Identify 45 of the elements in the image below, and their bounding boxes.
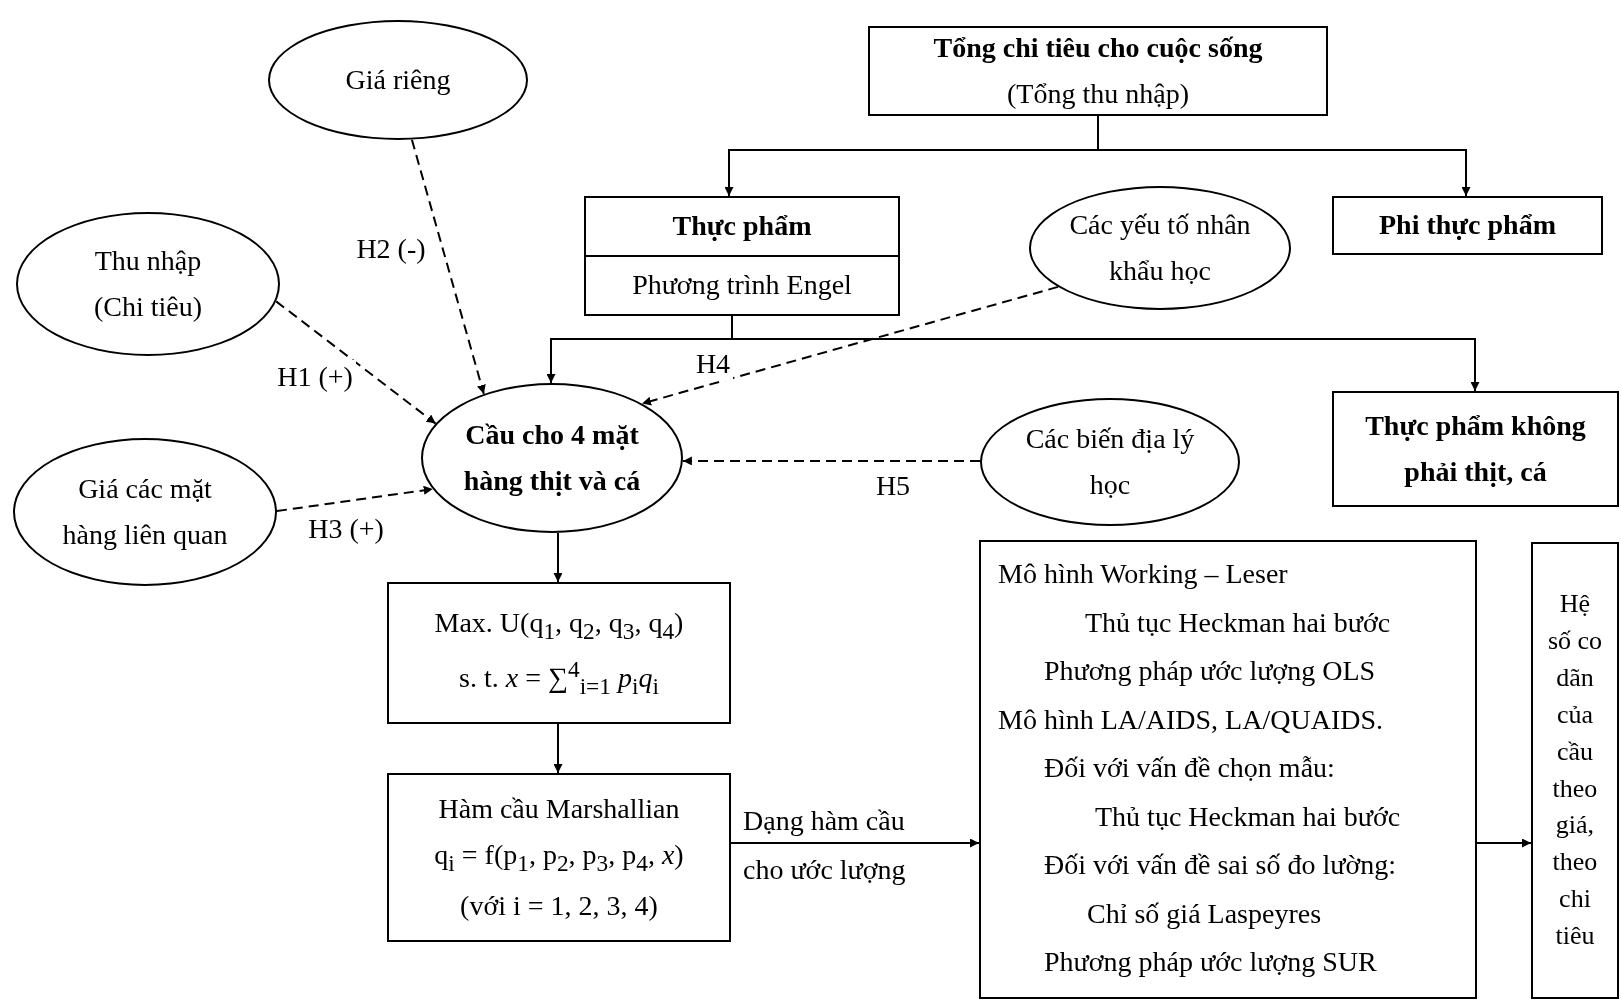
- arrow: [553, 723, 563, 774]
- result-box: [1531, 542, 1619, 999]
- node-text: Phương trình Engel: [631, 268, 853, 303]
- dashed-arrow: [275, 300, 437, 425]
- demand-function-box: [387, 773, 731, 942]
- node-text: Phương pháp ước lượng OLS: [1043, 654, 1377, 688]
- node-text: Thực phẩm không phải thịt, cá: [1364, 408, 1587, 489]
- category-box: [584, 196, 900, 316]
- edge-label: Dạng hàm cầu cho ước lượng: [742, 804, 907, 887]
- dashed-arrow: [681, 456, 981, 466]
- arrow: [730, 838, 980, 848]
- optimization-box: [387, 582, 731, 724]
- node-text: Phi thực phẩm: [1378, 208, 1557, 243]
- node-text: (với i = 1, 2, 3, 4): [460, 888, 658, 923]
- node-text: Phương pháp ước lượng SUR: [1043, 945, 1378, 979]
- dashed-arrow: [410, 138, 486, 395]
- node-text: Đối với vấn đề chọn mẫu:: [1043, 751, 1336, 785]
- node-text: Max. U(q$_{1}$, q$_{2}$, q$_{3}$, q$_{4}$): [434, 606, 684, 646]
- node-text: Các biến địa lý học: [1025, 421, 1195, 502]
- node-text: Giá các mặt hàng liên quan: [61, 471, 229, 552]
- node-text: Chỉ số giá Laspeyres: [1086, 896, 1323, 931]
- node-text: Cầu cho 4 mặt hàng thịt và cá: [462, 417, 642, 498]
- node-text: Đối với vấn đề sai số đo lường:: [1043, 848, 1397, 882]
- arrow: [553, 531, 563, 583]
- node-text: Thủ tục Heckman hai bước: [1084, 605, 1392, 640]
- node-text: (Tổng thu nhập): [1007, 77, 1189, 111]
- node-text: Mô hình Working – Leser: [997, 557, 1289, 591]
- category-box: [1332, 391, 1619, 507]
- node-text: Tổng chi tiêu cho cuộc sống: [933, 30, 1263, 65]
- dashed-arrow: [641, 285, 1059, 406]
- node-text: Thực phẩm: [586, 198, 898, 257]
- category-box: [1332, 196, 1603, 255]
- node-text: q$_{i}$ = f(p$_{1}$, p$_{2}$, p$_{3}$, p$_{4}$, x): [434, 838, 684, 879]
- dashed-arrow: [276, 485, 434, 513]
- method-box: [979, 540, 1477, 999]
- node-text: s. t. x = ∑$^{4}$$_{i=1}$ p$_{i}$q$_{i}$: [459, 655, 659, 702]
- node-text: Thủ tục Heckman hai bước: [1094, 799, 1402, 834]
- node-text: Mô hình LA/AIDS, LA/QUAIDS.: [997, 702, 1384, 737]
- node-text: Giá riêng: [345, 62, 451, 97]
- node-text: Các yếu tố nhân khẩu học: [1068, 207, 1252, 288]
- node-text: Hàm cầu Marshallian: [438, 792, 680, 827]
- arrow: [1476, 838, 1532, 848]
- node-text: Thu nhập (Chi tiêu): [92, 243, 204, 324]
- node-text: Hệ số co dãn của cầu theo giá, theo chi tiêu: [1547, 587, 1603, 953]
- category-box: [868, 26, 1328, 116]
